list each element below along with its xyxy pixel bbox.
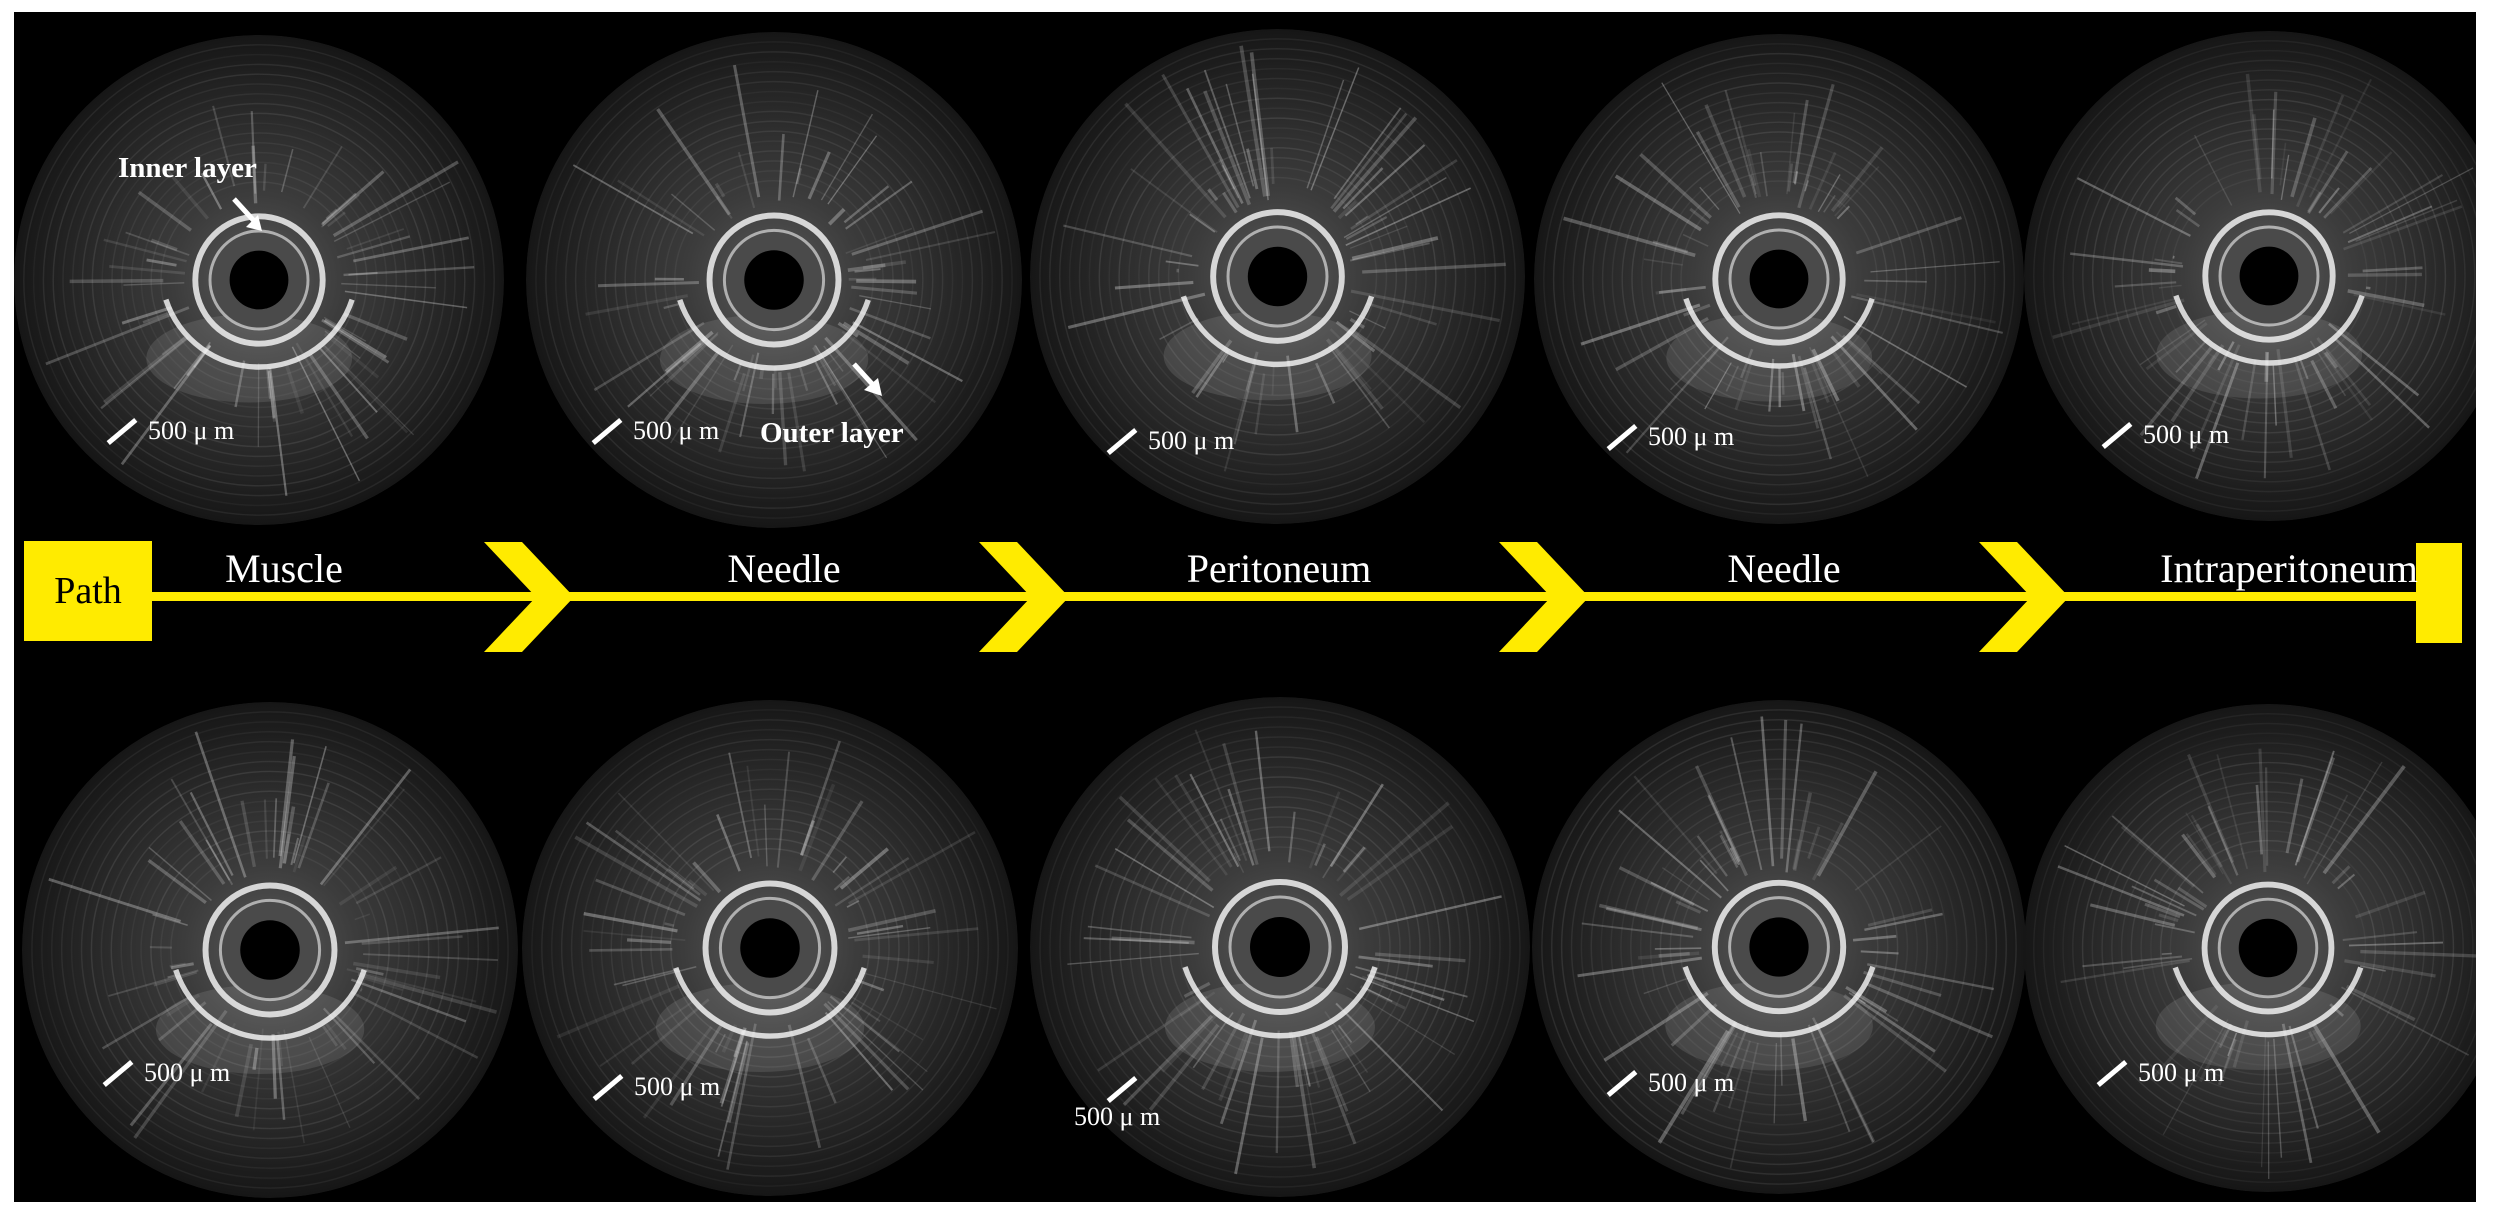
scale-bar: 500 μ m (104, 416, 234, 446)
outer-layer-label: Outer layer (760, 417, 904, 449)
scale-bar: 500 μ m (2099, 420, 2229, 450)
figure-panel: 500 μ m 500 μ m 500 μ m 500 μ m 500 μ m … (14, 12, 2476, 1202)
stage-label: Needle (727, 546, 841, 591)
stage-label: Intraperitoneum (2160, 546, 2418, 591)
scale-bar: 500 μ m (100, 1058, 230, 1088)
arrow-icon (852, 362, 882, 396)
scale-bar: 500 μ m (589, 416, 719, 446)
scale-bar-label: 500 μ m (633, 416, 720, 445)
scale-bar-label: 500 μ m (1648, 422, 1735, 451)
scale-bar-label: 500 μ m (1648, 1068, 1735, 1097)
oct-scan-top-5 (2024, 31, 2476, 521)
oct-scan-top-2 (526, 32, 1022, 528)
scale-bar-label: 500 μ m (144, 1058, 231, 1087)
scale-bar-label: 500 μ m (1074, 1102, 1161, 1131)
scale-bar-label: 500 μ m (2138, 1058, 2225, 1087)
oct-scan-bottom-5 (2024, 704, 2476, 1192)
scale-bar-label: 500 μ m (1148, 426, 1235, 455)
scale-bar: 500 μ m (1604, 1068, 1734, 1098)
scale-bar: 500 μ m (1604, 422, 1734, 452)
inner-layer-label: Inner layer (118, 152, 257, 184)
scale-bar: 500 μ m (590, 1072, 720, 1102)
scale-bar-label: 500 μ m (148, 416, 235, 445)
scale-bar-label: 500 μ m (2143, 420, 2230, 449)
oct-scan-bottom-4 (1532, 700, 2026, 1194)
path-label: Path (24, 541, 152, 641)
stage-label: Muscle (225, 546, 343, 591)
oct-scan-bottom-3 (1030, 697, 1530, 1197)
arrow-icon (232, 197, 262, 231)
oct-scan-top-3 (1030, 29, 1525, 524)
path-end-marker (2416, 543, 2462, 643)
oct-scan-top-4 (1534, 34, 2024, 524)
stage-label: Peritoneum (1186, 546, 1372, 591)
scale-bar-label: 500 μ m (634, 1072, 721, 1101)
scale-bar: 500 μ m (1104, 426, 1234, 456)
oct-scan-top-1 (14, 35, 504, 525)
scale-bar: 500 μ m (2094, 1058, 2224, 1088)
oct-scan-bottom-1 (22, 702, 518, 1198)
stage-label: Needle (1727, 546, 1841, 591)
scale-bar: 500 μ m (1074, 1076, 1161, 1132)
oct-scan-bottom-2 (522, 700, 1018, 1196)
path-arrow-track (144, 542, 2424, 652)
